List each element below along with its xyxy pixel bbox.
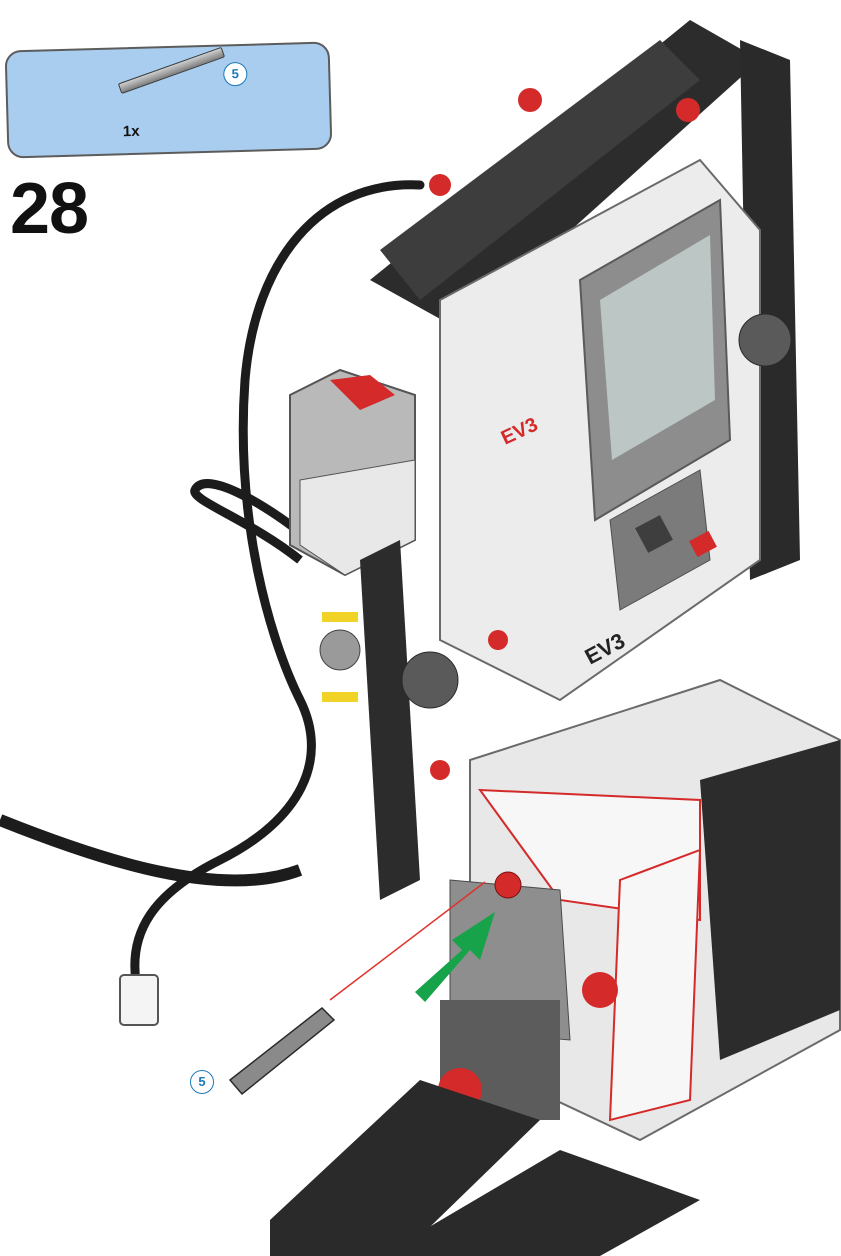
beam-lower-right xyxy=(700,740,840,1060)
gear-left xyxy=(319,629,361,671)
ev3-screen xyxy=(600,235,715,460)
track-right xyxy=(380,1150,700,1256)
insertion-guide-line xyxy=(329,881,486,1001)
axle-length-badge-callout: 5 xyxy=(190,1070,214,1094)
cable-plug xyxy=(119,974,159,1026)
beam-left xyxy=(360,540,420,900)
red-pin xyxy=(488,630,508,650)
beam-upper-inner xyxy=(380,40,700,300)
red-pin-target xyxy=(494,871,522,899)
lego-logo xyxy=(689,530,717,558)
ev3-center-button xyxy=(635,515,673,553)
red-pin-top-2 xyxy=(676,98,700,122)
cable-lower xyxy=(0,814,303,887)
cable-loop xyxy=(190,479,313,564)
step-number: 28 xyxy=(10,169,89,249)
red-pin-top xyxy=(518,88,542,112)
touch-sensor-button xyxy=(330,375,395,410)
cable xyxy=(130,180,425,1005)
gear-mid xyxy=(401,651,459,709)
white-panel-right xyxy=(608,848,702,1122)
axle-part xyxy=(228,1007,336,1096)
gear-right xyxy=(738,313,792,367)
bushing-yellow-2 xyxy=(322,692,358,702)
bushing-yellow xyxy=(322,612,358,622)
red-pin-lower xyxy=(430,760,450,780)
insertion-arrow-icon xyxy=(415,912,495,1002)
track-left xyxy=(270,1080,540,1256)
red-wheel-hub xyxy=(582,972,618,1008)
red-pin-top-3 xyxy=(429,174,451,196)
